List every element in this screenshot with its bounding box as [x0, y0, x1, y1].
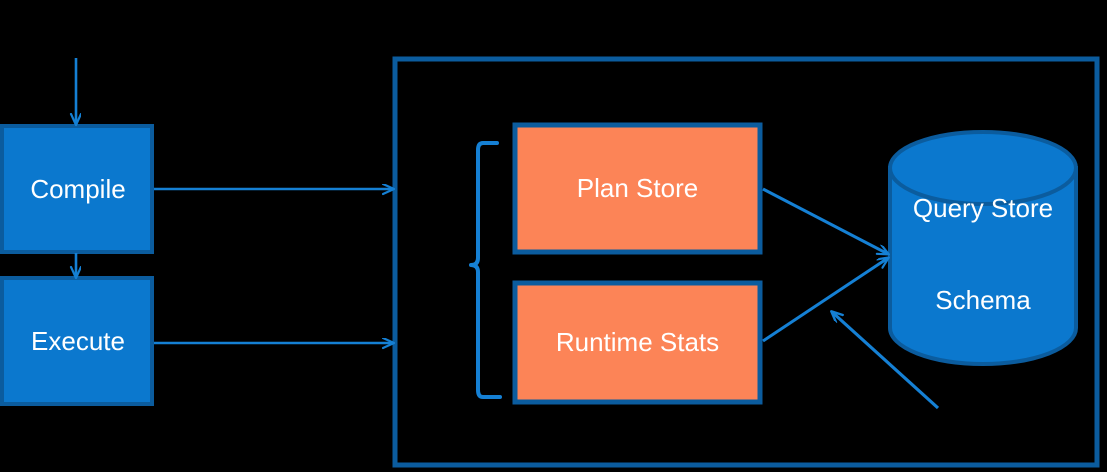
compile-node[interactable]: [2, 126, 152, 252]
edge-runtime-stats-to-schema: [762, 258, 888, 343]
query-store-schema-cylinder: [888, 130, 1078, 366]
runtime-stats-box: [512, 280, 763, 405]
edge-plan-store-to-schema: [762, 187, 888, 254]
query-store-container: [392, 56, 1100, 468]
plan-store-box: [512, 122, 763, 255]
edge-external-to-schema: [832, 312, 940, 410]
execute-node[interactable]: [2, 278, 152, 404]
grouping-brace: [469, 141, 502, 399]
plan-store-node[interactable]: [515, 125, 760, 252]
runtime-stats-node[interactable]: [515, 283, 760, 402]
execute-box: [0, 276, 154, 406]
query-store-schema-node[interactable]: [890, 132, 1076, 364]
